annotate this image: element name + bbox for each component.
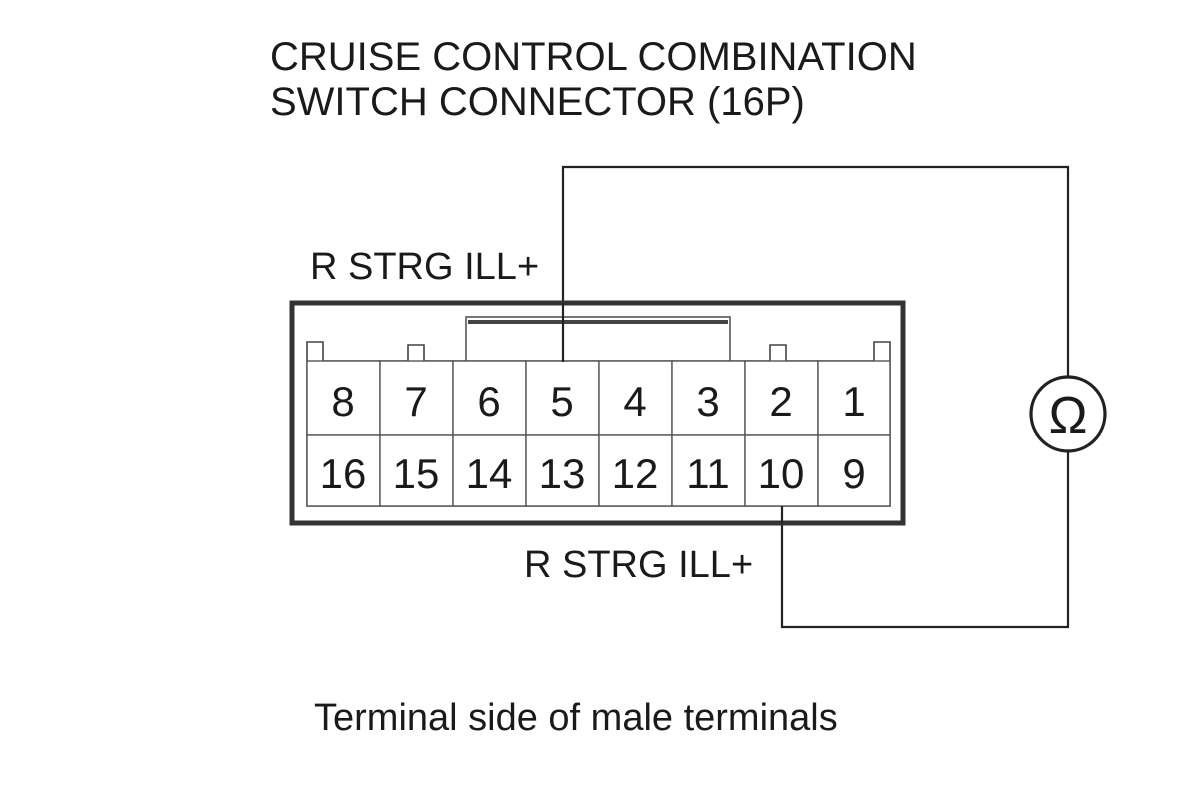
- caption: Terminal side of male terminals: [314, 697, 838, 739]
- pin-cell-11: [671, 434, 746, 507]
- pin-number: 7: [404, 378, 427, 425]
- pin-number: 10: [758, 450, 805, 497]
- terminal-label-top: R STRG ILL+: [310, 246, 539, 288]
- pin-number: 16: [320, 450, 367, 497]
- pin-number: 2: [769, 378, 792, 425]
- title-line-1: CRUISE CONTROL COMBINATION: [270, 35, 917, 79]
- pin-cell-10: [744, 434, 819, 507]
- pin-number: 11: [686, 450, 730, 497]
- pin-number: 14: [466, 450, 513, 497]
- ohmmeter-icon: Ω: [1029, 375, 1107, 453]
- pin-cell-9: [817, 434, 891, 507]
- pin-cell-13: [525, 434, 600, 507]
- title-line-2: SWITCH CONNECTOR (16P): [270, 80, 805, 124]
- connector-housing: 8 7 6 5 4 3 2 1 16 15 14 13 12 11 10 9: [289, 300, 906, 526]
- terminal-label-bottom: R STRG ILL+: [524, 544, 753, 586]
- pin-number: 6: [477, 378, 500, 425]
- pin-cell-16: [306, 434, 381, 507]
- pin-number: 4: [623, 378, 646, 425]
- probe-wire-negative: [780, 446, 1070, 629]
- ohm-symbol: Ω: [1049, 387, 1088, 445]
- pin-cell-5: [525, 360, 600, 436]
- pin-cell-7: [379, 360, 454, 436]
- pin-cell-12: [598, 434, 673, 507]
- pin-number: 9: [842, 450, 865, 497]
- pin-number: 13: [539, 450, 586, 497]
- pin-cell-1: [817, 360, 891, 436]
- pin-grid: [306, 360, 891, 507]
- pin-number: 3: [696, 378, 719, 425]
- pin-cell-3: [671, 360, 746, 436]
- probe-wire-positive: [561, 165, 1070, 382]
- pin-number: 5: [550, 378, 573, 425]
- pin-number: 15: [393, 450, 440, 497]
- pin-number: 1: [842, 378, 865, 425]
- pin-number: 8: [331, 378, 354, 425]
- pin-number: 12: [612, 450, 659, 497]
- pin-cell-15: [379, 434, 454, 507]
